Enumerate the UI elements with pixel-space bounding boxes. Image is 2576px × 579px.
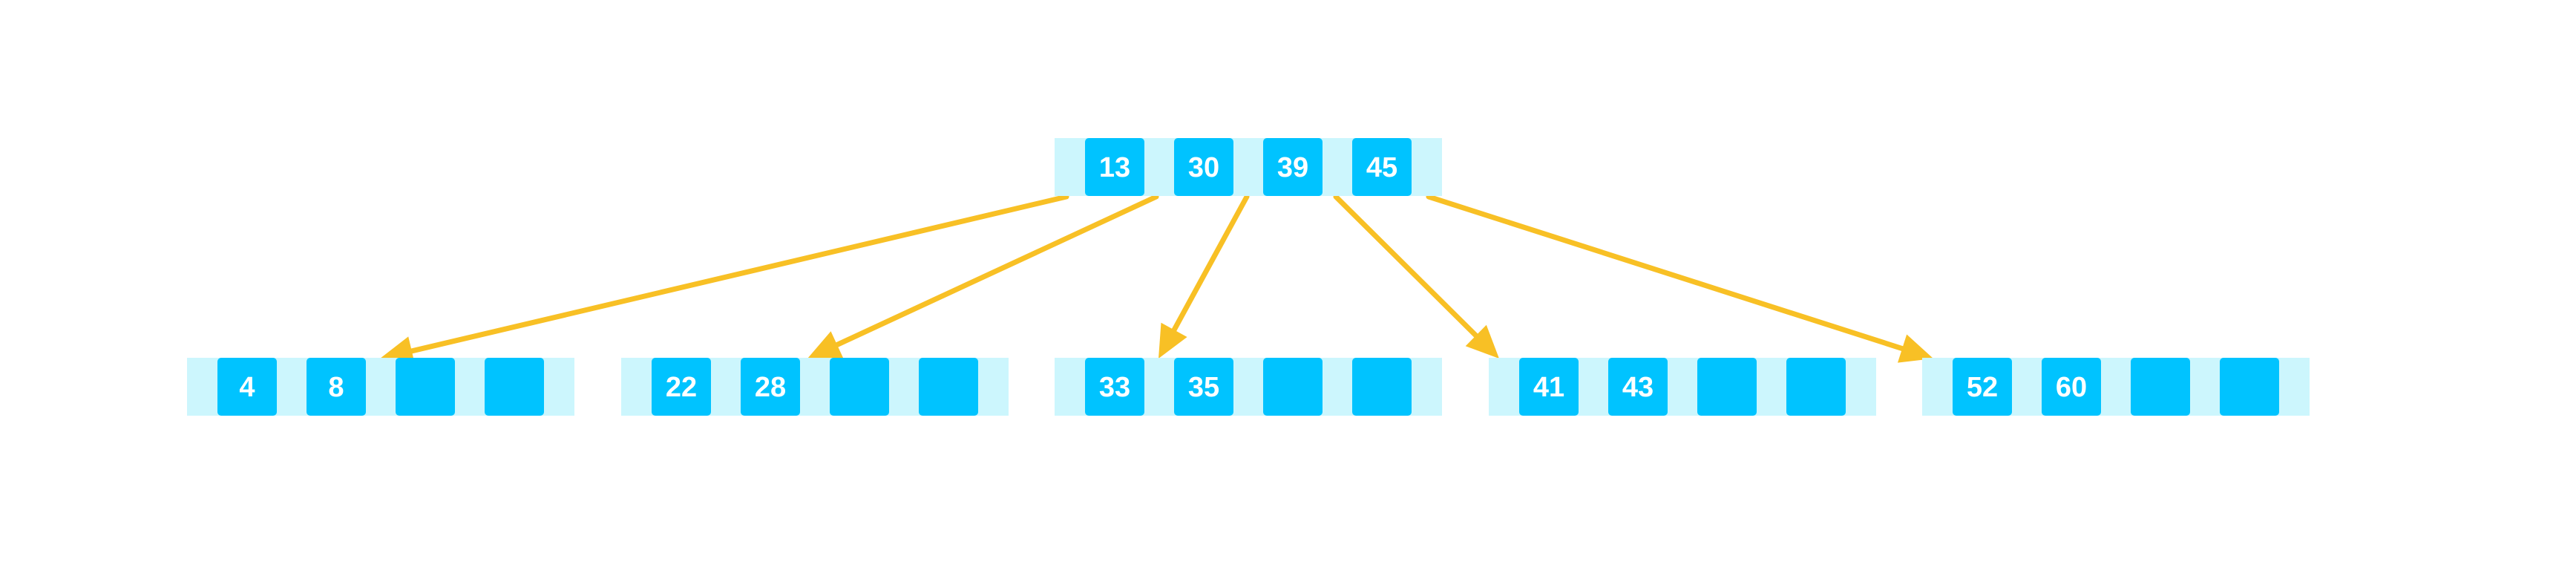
key-value: 13	[1099, 152, 1130, 183]
key-slot	[1697, 358, 1757, 416]
tree-edges	[380, 194, 1933, 366]
key-value: 4	[239, 372, 255, 403]
key-slot	[2220, 358, 2279, 416]
key-value: 60	[2056, 372, 2087, 403]
edge-arrow-4	[1333, 194, 1499, 359]
key-slot	[1953, 358, 2012, 416]
key-value: 43	[1622, 372, 1654, 403]
key-value: 39	[1277, 152, 1308, 183]
arrow-head	[1898, 334, 1933, 363]
edge-line	[1333, 194, 1481, 341]
edge-arrow-1	[380, 194, 1069, 366]
key-slot	[1174, 358, 1233, 416]
key-value: 35	[1188, 372, 1219, 403]
key-slot	[396, 358, 455, 416]
child-node-4: 41 43	[1489, 358, 1876, 416]
edge-line	[1170, 194, 1250, 336]
arrow-head	[1158, 322, 1187, 359]
key-value: 30	[1188, 152, 1219, 183]
key-slot	[652, 358, 711, 416]
key-slot	[1174, 138, 1233, 196]
key-value: 8	[328, 372, 344, 403]
key-slot	[1352, 138, 1412, 196]
key-slot	[307, 358, 366, 416]
child-node-3: 33 35	[1055, 358, 1442, 416]
key-value: 41	[1533, 372, 1564, 403]
key-slot	[919, 358, 978, 416]
key-value: 33	[1099, 372, 1130, 403]
key-slot	[1519, 358, 1579, 416]
edge-line	[831, 194, 1159, 349]
arrow-head	[807, 331, 844, 359]
edge-arrow-3	[1158, 194, 1250, 359]
edge-arrow-5	[1426, 194, 1933, 363]
key-slot	[1263, 138, 1323, 196]
child-node-2: 22 28	[621, 358, 1009, 416]
key-slot	[1608, 358, 1668, 416]
root-node: 13 30 39 45	[1055, 138, 1442, 196]
key-slot	[485, 358, 544, 416]
key-slot	[741, 358, 800, 416]
key-value: 28	[755, 372, 786, 403]
key-slot	[1085, 138, 1144, 196]
child-node-5: 52 60	[1922, 358, 2310, 416]
key-slot	[1263, 358, 1323, 416]
edge-arrow-2	[807, 194, 1159, 359]
key-value: 52	[1967, 372, 1998, 403]
edge-line	[406, 194, 1069, 355]
arrow-head	[1465, 324, 1499, 359]
key-slot	[1786, 358, 1846, 416]
key-slot	[1352, 358, 1412, 416]
key-slot	[217, 358, 277, 416]
edge-line	[1426, 194, 1908, 353]
key-value: 45	[1366, 152, 1397, 183]
key-slot	[2042, 358, 2101, 416]
key-slot	[2131, 358, 2190, 416]
key-slot	[1085, 358, 1144, 416]
key-value: 22	[666, 372, 697, 403]
key-slot	[830, 358, 889, 416]
